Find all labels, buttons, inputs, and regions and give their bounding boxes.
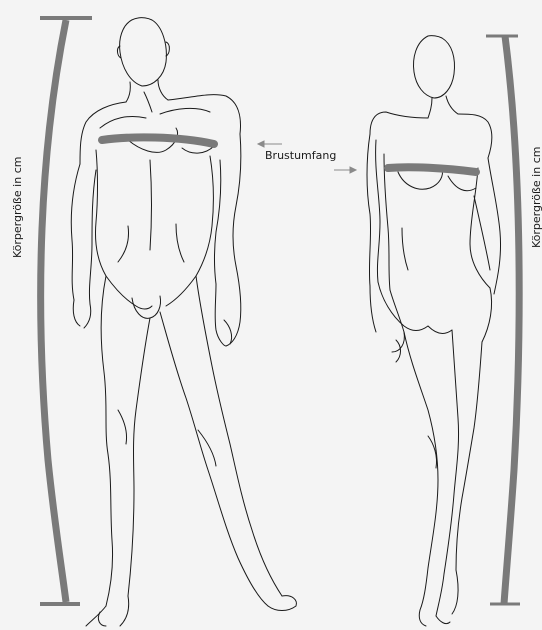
chest-label: Brustumfang: [265, 149, 336, 162]
height-label-right: Körpergröße in cm: [530, 147, 542, 248]
height-label-left: Körpergröße in cm: [11, 157, 24, 258]
